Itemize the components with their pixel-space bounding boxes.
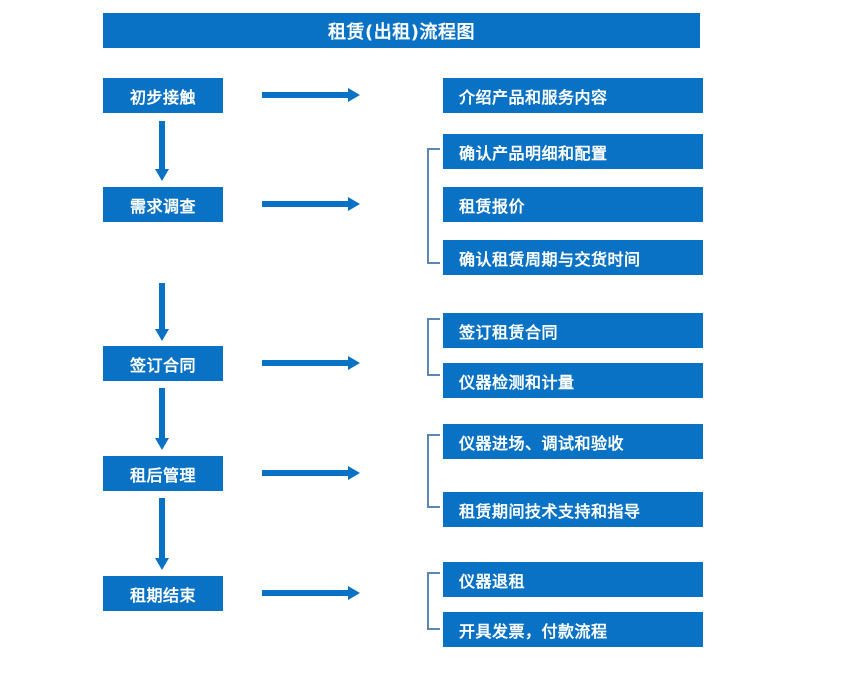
detail-box-6[interactable]: 仪器检测和计量 — [443, 363, 703, 398]
stage-box-4[interactable]: 租后管理 — [103, 456, 223, 491]
group-bracket-contract — [427, 318, 440, 376]
arrow-shaft — [159, 498, 165, 558]
arrow-head-right-icon — [348, 88, 360, 102]
arrow-shaft — [159, 388, 165, 438]
horizontal-arrow-stage-3 — [262, 356, 360, 370]
detail-box-4[interactable]: 确认租赁周期与交货时间 — [443, 240, 703, 275]
vertical-arrow-3-to-4 — [155, 388, 169, 450]
stage-box-5[interactable]: 租期结束 — [103, 576, 223, 611]
arrow-head-right-icon — [348, 356, 360, 370]
horizontal-arrow-stage-5 — [262, 586, 360, 600]
vertical-arrow-2-to-3 — [155, 283, 169, 341]
horizontal-arrow-stage-2 — [262, 197, 360, 211]
stage-box-2[interactable]: 需求调查 — [103, 187, 223, 222]
detail-box-5[interactable]: 签订租赁合同 — [443, 313, 703, 348]
arrow-shaft — [159, 283, 165, 329]
arrow-shaft — [262, 470, 350, 476]
detail-box-8[interactable]: 租赁期间技术支持和指导 — [443, 492, 703, 527]
arrow-shaft — [159, 121, 165, 169]
diagram-title: 租赁(出租)流程图 — [103, 13, 700, 48]
arrow-head-right-icon — [348, 466, 360, 480]
arrow-shaft — [262, 201, 350, 207]
group-bracket-post-rental — [427, 434, 440, 508]
detail-box-10[interactable]: 开具发票，付款流程 — [443, 612, 703, 647]
arrow-head-down-icon — [155, 329, 169, 341]
arrow-head-down-icon — [155, 438, 169, 450]
arrow-head-right-icon — [348, 586, 360, 600]
arrow-shaft — [262, 360, 350, 366]
detail-box-7[interactable]: 仪器进场、调试和验收 — [443, 424, 703, 459]
detail-box-9[interactable]: 仪器退租 — [443, 562, 703, 597]
horizontal-arrow-stage-4 — [262, 466, 360, 480]
group-bracket-requirements — [427, 148, 440, 264]
vertical-arrow-1-to-2 — [155, 121, 169, 181]
arrow-shaft — [262, 590, 350, 596]
arrow-head-right-icon — [348, 197, 360, 211]
arrow-head-down-icon — [155, 169, 169, 181]
group-bracket-termination — [427, 572, 440, 630]
vertical-arrow-4-to-5 — [155, 498, 169, 570]
horizontal-arrow-stage-1 — [262, 88, 360, 102]
stage-box-3[interactable]: 签订合同 — [103, 346, 223, 381]
detail-box-3[interactable]: 租赁报价 — [443, 187, 703, 222]
arrow-shaft — [262, 92, 350, 98]
detail-box-2[interactable]: 确认产品明细和配置 — [443, 134, 703, 169]
arrow-head-down-icon — [155, 558, 169, 570]
detail-box-1[interactable]: 介绍产品和服务内容 — [443, 78, 703, 113]
stage-box-1[interactable]: 初步接触 — [103, 78, 223, 113]
